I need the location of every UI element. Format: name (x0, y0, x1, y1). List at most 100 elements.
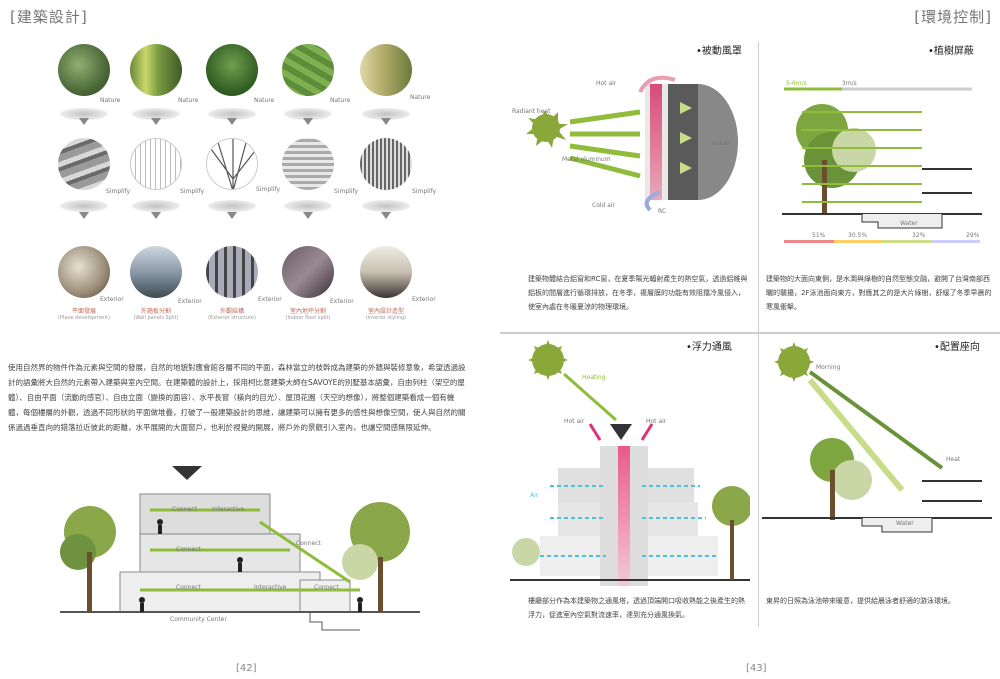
exterior-image-1 (58, 246, 110, 298)
simplify-label-1: Simplify (106, 188, 131, 195)
simplify-label-4: Simplify (334, 188, 359, 195)
orientation-diagram (762, 342, 992, 533)
section-connect-3: Connect (176, 584, 201, 591)
label-air: Air (530, 492, 539, 499)
simplify-image-3 (206, 138, 258, 190)
label-metal: Metal aluminum (562, 156, 611, 163)
simplify-image-1 (58, 138, 110, 190)
panel-title-4: •配置座向 (934, 342, 980, 353)
section-interactive-2: Interactive (254, 584, 287, 591)
buoyancy-diagram (510, 340, 750, 586)
nature-image-1 (58, 44, 110, 96)
shadow (284, 200, 332, 212)
nature-image-3 (206, 44, 258, 96)
left-header: [建築設計] (10, 8, 88, 26)
simplify-image-5 (360, 138, 412, 190)
exterior-image-5 (360, 246, 412, 298)
left-page: [建築設計] Nature Nature Nature Nature Natur… (8, 8, 466, 674)
simplify-label-2: Simplify (180, 188, 205, 195)
nature-label-5: Nature (410, 94, 431, 101)
divider (500, 332, 1000, 334)
passive-wind-diagram (526, 75, 738, 212)
shadow (284, 108, 332, 120)
body-text: 使用自然界的物件作為元素與空間的發展，自然的地貌對應會館各層不同的平面，森林當立… (8, 363, 466, 432)
right-header: [環境控制] (914, 8, 992, 26)
section-interactive-1: Interactive (212, 506, 245, 513)
panel-text-1: 建築物體結合鋁窗和RC窗，在夏季陽光輻射產生的熱空氣，透過鋁帷與鋁板的間層進行循… (528, 275, 748, 311)
panel-text-4: 東昇的日照為泳池帶來暖意，提供給晨泳者舒適的游泳環境。 (766, 597, 955, 605)
label-water: Water (900, 220, 918, 227)
label-p3: 32% (912, 232, 926, 239)
label-hot-air-left: Hot air (564, 418, 585, 425)
shadow (208, 108, 256, 120)
shadow (362, 108, 410, 120)
panel-title-2: •植樹屏蔽 (928, 46, 974, 57)
right-page: [環境控制] •被動風罩 Hot air Radiant heat Metal … (500, 0, 1000, 679)
nature-label-1: Nature (100, 97, 121, 104)
label-heat: Heat (946, 456, 961, 463)
label-wind1: 5-6m/s (786, 80, 807, 87)
nature-label-2: Nature (178, 97, 199, 104)
label-hot-air: Hot air (596, 80, 617, 87)
arrow-down-icon (303, 212, 313, 219)
caption-5: 室內設計造型(interior styling) (365, 308, 407, 321)
shadow (132, 200, 180, 212)
nature-image-4 (282, 44, 334, 96)
divider (758, 42, 759, 627)
right-page-number: [43] (746, 663, 767, 674)
shadow (132, 108, 180, 120)
arrow-down-icon (227, 212, 237, 219)
arrow-down-icon (79, 118, 89, 125)
section-connect-1: Connect (172, 506, 197, 513)
caption-1: 平面發展(Plane development) (57, 308, 111, 321)
label-morning: Morning (816, 364, 841, 371)
nature-label-3: Nature (254, 97, 275, 104)
caption-3: 外觀結構(Exterior structure) (208, 308, 256, 321)
arrow-down-icon (381, 212, 391, 219)
shadow (60, 200, 108, 212)
simplify-image-4 (282, 138, 334, 190)
nature-image-2 (130, 44, 182, 96)
arrow-down-icon (303, 118, 313, 125)
panel-title-1: •被動風罩 (696, 46, 742, 57)
shadow (60, 108, 108, 120)
tree-shield-diagram (782, 87, 982, 243)
label-wind2: 3m/s (842, 80, 857, 87)
shadow (208, 200, 256, 212)
simplify-image-2 (130, 138, 182, 190)
caption-4: 室內地坪分割(Indoor floor split) (285, 308, 331, 321)
shadow (362, 200, 410, 212)
arrow-down-icon (381, 118, 391, 125)
section-connect-2: Connect (176, 546, 201, 553)
label-heating: Heating (582, 374, 606, 381)
simplify-label-5: Simplify (412, 188, 437, 195)
exterior-label-2: Exterior (178, 298, 202, 305)
exterior-image-4 (282, 246, 334, 298)
arrow-down-icon (227, 118, 237, 125)
caption-2: 外牆板分割(Wall panels Split) (133, 308, 179, 321)
panel-text-3: 樓廳部分作為本建築物之通風塔，透過頂端開口吸收熱能之後產生的熱浮力，促進室內空氣… (528, 597, 745, 619)
simplify-label-3: Simplify (256, 186, 281, 193)
label-water-2: Water (896, 520, 914, 527)
exterior-label-4: Exterior (330, 298, 354, 305)
label-rc: RC (658, 208, 667, 215)
nature-image-5 (360, 44, 412, 96)
panel-text-2: 建築物的大面向東側，是水澗與綠樹的自然型態交融，避開了台灣南部西曬的襲擾，2F泳… (766, 275, 992, 311)
label-indoor: Indoor (712, 140, 732, 147)
exterior-label-3: Exterior (258, 296, 282, 303)
label-p4: 29% (966, 232, 980, 239)
exterior-image-2 (130, 246, 182, 298)
exterior-image-3 (206, 246, 258, 298)
arrow-down-icon (151, 212, 161, 219)
nature-label-4: Nature (330, 97, 351, 104)
label-radiant: Radiant heat (512, 108, 551, 115)
label-hot-air-right: Hot air (646, 418, 667, 425)
label-cold: Cold air (592, 202, 616, 209)
label-p2: 30.5% (848, 232, 868, 239)
building-section-diagram (60, 466, 420, 631)
left-page-number: [42] (236, 663, 257, 674)
label-p1: 51% (812, 232, 826, 239)
section-connect-5: Connect (314, 584, 339, 591)
panel-title-3: •浮力通風 (686, 342, 732, 353)
exterior-label-1: Exterior (100, 296, 124, 303)
